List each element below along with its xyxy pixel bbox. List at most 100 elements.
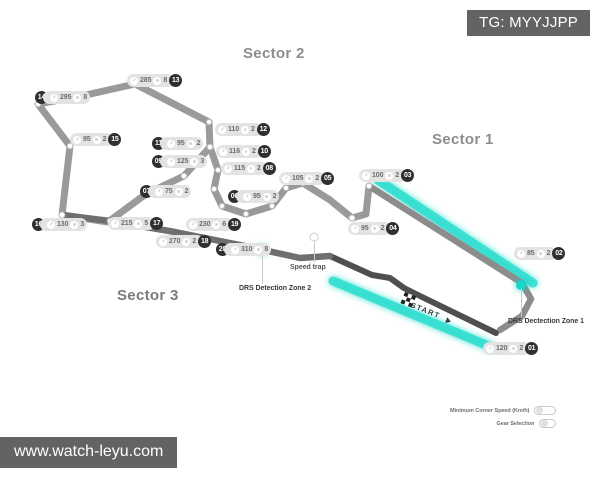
speed-icon	[517, 249, 525, 258]
corner-gear-09: 3	[200, 158, 205, 165]
watermark: www.watch-leyu.com	[0, 437, 178, 468]
corner-speed-14: 295	[60, 94, 72, 101]
corner-data-06: 95 2	[236, 190, 280, 203]
track-start-finish-straight	[327, 253, 499, 336]
gear-icon	[262, 192, 271, 201]
corner-marker-14[interactable]: 14 295 8	[35, 91, 91, 104]
speed-icon	[47, 220, 55, 229]
corner-marker-17[interactable]: 17 215 5	[108, 217, 164, 230]
corner-marker-09[interactable]: 09 125 3	[152, 155, 208, 168]
corner-gear-15: 2	[102, 136, 107, 143]
legend-toggle-min-corner-speed[interactable]	[534, 406, 557, 415]
gear-icon	[254, 245, 263, 254]
corner-data-04: 95 2	[348, 222, 392, 235]
corner-marker-12[interactable]: 12 110 2	[215, 123, 270, 136]
corner-number-05: 05	[321, 172, 335, 185]
legend-toggle-gear-selection[interactable]	[539, 419, 557, 428]
speed-icon	[50, 93, 58, 102]
corner-number-19: 19	[228, 218, 242, 231]
corner-marker-19[interactable]: 19 230 6	[186, 218, 242, 231]
gear-icon	[153, 76, 162, 85]
corner-gear-14: 8	[83, 94, 88, 101]
corner-data-18: 270 2	[156, 235, 204, 248]
sector-3-label: Sector 3	[117, 287, 179, 304]
corner-marker-03[interactable]: 03 100 2	[359, 169, 415, 182]
corner-number-15: 15	[108, 133, 122, 146]
corner-marker-07[interactable]: 07 75 2	[140, 185, 192, 198]
tag-badge: TG: MYYJJPP	[467, 10, 590, 36]
speed-icon	[219, 147, 227, 156]
track-sector1	[365, 182, 535, 334]
corner-marker-13[interactable]: 13 285 8	[127, 74, 183, 87]
corner-gear-16: 3	[80, 221, 85, 228]
gear-icon	[182, 237, 191, 246]
corner-speed-11: 95	[177, 140, 185, 147]
corner-speed-10: 116	[229, 148, 240, 155]
speed-icon	[73, 135, 81, 144]
gear-icon	[247, 164, 255, 173]
corner-speed-18: 270	[169, 238, 181, 245]
corner-speed-19: 230	[199, 221, 211, 228]
speed-icon	[130, 76, 138, 85]
corner-marker-20[interactable]: 20 310 8	[216, 243, 272, 256]
speed-icon	[167, 139, 175, 148]
corner-data-11: 95 2	[160, 137, 204, 150]
corner-marker-06[interactable]: 06 95 2	[228, 190, 280, 203]
corner-gear-03: 2	[395, 172, 400, 179]
corner-marker-02[interactable]: 02 85 2	[514, 247, 566, 260]
speed-icon	[282, 174, 290, 183]
corner-speed-15: 95	[83, 136, 91, 143]
corner-data-20: 310 8	[224, 243, 272, 256]
drs-detection-zone-2-label: DRS Detection Zone 2	[239, 285, 312, 292]
track-outline	[34, 80, 214, 226]
corner-data-10: 116 2	[216, 145, 263, 158]
gear-icon	[190, 157, 199, 166]
corner-number-10: 10	[257, 145, 271, 158]
corner-marker-05[interactable]: 05 105 2	[279, 172, 335, 185]
corner-data-17: 215 5	[108, 217, 156, 230]
speed-icon	[159, 237, 167, 246]
drs-detection-zone-1-label: DRS Dectection Zone 1	[508, 318, 584, 325]
gear-icon	[385, 171, 394, 180]
corner-marker-04[interactable]: 04 95 2	[348, 222, 400, 235]
corner-data-15: 95 2	[70, 133, 114, 146]
corner-marker-15[interactable]: 15 95 2	[70, 133, 122, 146]
corner-gear-12: 2	[251, 126, 255, 133]
gear-icon	[370, 224, 379, 233]
speed-trap-leader-line	[314, 241, 315, 263]
corner-gear-06: 2	[272, 193, 277, 200]
gear-icon	[242, 147, 250, 156]
corner-number-08: 08	[262, 162, 276, 175]
corner-number-03: 03	[401, 169, 415, 182]
speed-icon	[362, 171, 370, 180]
legend-label-min-corner-speed: Minimum Corner Speed (Km/h)	[450, 407, 530, 414]
legend-row-min-corner-speed[interactable]: Minimum Corner Speed (Km/h)	[450, 406, 557, 415]
corner-speed-07: 75	[165, 188, 173, 195]
speed-icon	[218, 125, 226, 134]
corner-marker-08[interactable]: 08 115 2	[221, 162, 276, 175]
corner-marker-11[interactable]: 11 95 2	[152, 137, 204, 150]
corner-marker-10[interactable]: 10 116 2	[216, 145, 271, 158]
corner-speed-17: 215	[121, 220, 133, 227]
toggle-knob-icon	[536, 407, 544, 414]
corner-number-02: 02	[552, 247, 566, 260]
corner-speed-04: 95	[361, 225, 369, 232]
corner-speed-13: 285	[140, 77, 152, 84]
toggle-knob-icon	[541, 420, 549, 427]
corner-data-13: 285 8	[127, 74, 175, 87]
start-finish-flag	[400, 292, 417, 308]
corner-data-09: 125 3	[160, 155, 208, 168]
legend-row-gear-selection[interactable]: Gear Selection	[497, 419, 557, 428]
gear-icon	[536, 249, 545, 258]
corner-gear-10: 2	[252, 148, 256, 155]
gear-icon	[92, 135, 101, 144]
corner-speed-12: 110	[228, 126, 239, 133]
corner-data-03: 100 2	[359, 169, 407, 182]
corner-marker-16[interactable]: 16 130 3	[32, 218, 88, 231]
corner-marker-18[interactable]: 18 270 2	[156, 235, 212, 248]
corner-marker-01[interactable]: 01 120 2	[483, 342, 539, 355]
speed-icon	[231, 245, 239, 254]
corner-gear-11: 2	[196, 140, 201, 147]
corner-speed-09: 125	[177, 158, 189, 165]
